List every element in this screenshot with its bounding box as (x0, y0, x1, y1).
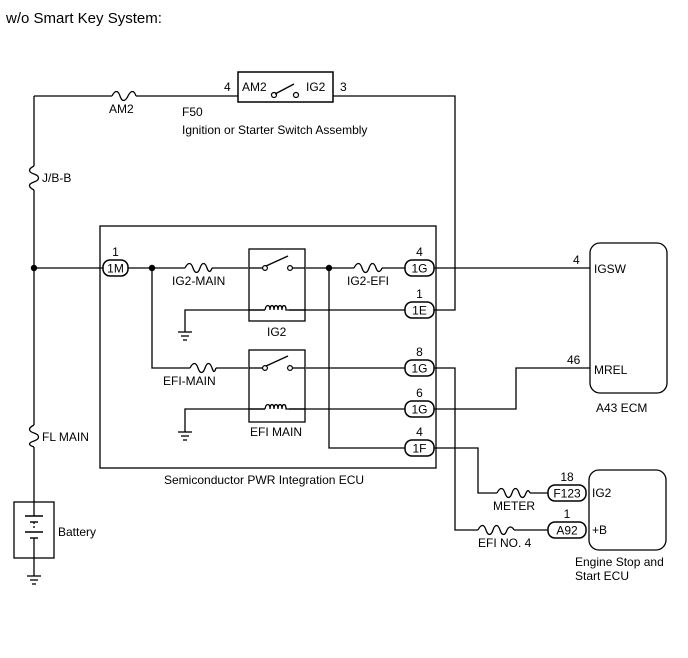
efi-main-relay-label: EFI MAIN (250, 425, 302, 439)
connector-1f-4 (404, 439, 435, 457)
jbb-fuse-label: J/B-B (42, 171, 71, 185)
ground-icon (27, 575, 41, 585)
connector-1f-4-label: 1F (412, 442, 426, 456)
engine-stop-ecu-name-line1: Engine Stop and (575, 555, 664, 569)
ground-icon (178, 331, 192, 341)
connector-1e-1-label: 1E (412, 304, 427, 318)
switch-contact-icon (274, 83, 295, 95)
connector-f123 (547, 484, 587, 502)
switch-assembly-name: Ignition or Starter Switch Assembly (182, 123, 367, 137)
switch-pin-right: 3 (340, 80, 347, 94)
connector-1g-4-label: 1G (411, 262, 427, 276)
connector-1g-8 (404, 359, 435, 377)
switch-right-terminal: IG2 (306, 80, 326, 94)
connector-a92-pin: 1 (564, 507, 571, 521)
engine-stop-ecu-box (588, 469, 667, 551)
ground-icon (178, 431, 192, 441)
connector-1g-4 (404, 259, 435, 277)
efi-main-relay (248, 349, 306, 423)
ig2-relay-contact-icon (265, 255, 289, 267)
ecm-box (589, 242, 668, 394)
battery-label: Battery (58, 525, 96, 539)
connector-1m-label: 1M (107, 262, 124, 276)
pwr-ecu-name: Semiconductor PWR Integration ECU (164, 473, 364, 487)
ignition-switch-assembly: AM2 IG2 (237, 71, 334, 103)
ig2-main-fuse-label: IG2-MAIN (172, 274, 225, 288)
junction-dots (30, 264, 333, 272)
ig2-relay (248, 248, 306, 322)
switch-pin-left: 4 (224, 80, 231, 94)
connector-1g-4-pin: 4 (416, 245, 423, 259)
connector-1g-8-label: 1G (411, 362, 427, 376)
connector-f123-pin: 18 (560, 470, 574, 484)
switch-assembly-code: F50 (182, 105, 203, 119)
connector-1g-6-label: 1G (411, 403, 427, 417)
fl-main-fuse-label: FL MAIN (42, 430, 89, 444)
switch-left-terminal: AM2 (242, 80, 267, 94)
battery-icon (13, 500, 55, 559)
ig2-efi-fuse-label: IG2-EFI (347, 274, 389, 288)
efi-main-relay-contact-icon (265, 355, 289, 367)
efi-no4-fuse-label: EFI NO. 4 (478, 536, 532, 550)
ig2-relay-coil-icon (264, 304, 289, 311)
meter-fuse-icon (496, 487, 531, 499)
efi-no4-fuse-icon (477, 524, 515, 536)
ig2-main-fuse-icon (184, 262, 213, 274)
connector-1g-6 (404, 400, 435, 418)
efi-main-fuse-icon (189, 362, 217, 374)
ig2-relay-label: IG2 (267, 325, 287, 339)
connector-1e-1 (404, 301, 435, 319)
am2-fuse-label: AM2 (109, 102, 134, 116)
ecm-name: A43 ECM (596, 401, 647, 415)
page-title: w/o Smart Key System: (5, 10, 162, 27)
ig2-efi-fuse-icon (353, 262, 383, 274)
am2-fuse-icon (111, 90, 137, 102)
connector-1e-1-pin: 1 (416, 287, 423, 301)
engine-stop-ecu-ig2-label: IG2 (592, 486, 612, 500)
jbb-fuse-icon (28, 165, 40, 191)
connector-f123-label: F123 (553, 487, 581, 501)
connector-1m (102, 259, 129, 277)
connector-1m-pin: 1 (112, 245, 119, 259)
connector-a92-label: A92 (556, 524, 578, 538)
efi-main-fuse-label: EFI-MAIN (163, 374, 216, 388)
engine-stop-ecu-b-label: +B (592, 523, 607, 537)
fl-main-fuse-icon (28, 424, 40, 448)
ecm-mrel-label: MREL (594, 363, 628, 377)
connector-a92 (547, 521, 587, 539)
connector-1g-8-pin: 8 (416, 345, 423, 359)
pwr-ecu-box (99, 225, 437, 469)
wires (33, 95, 590, 576)
ecm-igsw-pin: 4 (573, 253, 580, 267)
efi-main-relay-coil-icon (264, 403, 289, 410)
meter-fuse-label: METER (493, 499, 535, 513)
connector-1f-4-pin: 4 (416, 425, 423, 439)
switch-assembly-box (237, 71, 334, 103)
engine-stop-ecu-name-line2: Start ECU (575, 569, 629, 583)
ecm-igsw-label: IGSW (594, 262, 627, 276)
ecm-mrel-pin: 46 (567, 353, 581, 367)
connector-1g-6-pin: 6 (416, 386, 423, 400)
